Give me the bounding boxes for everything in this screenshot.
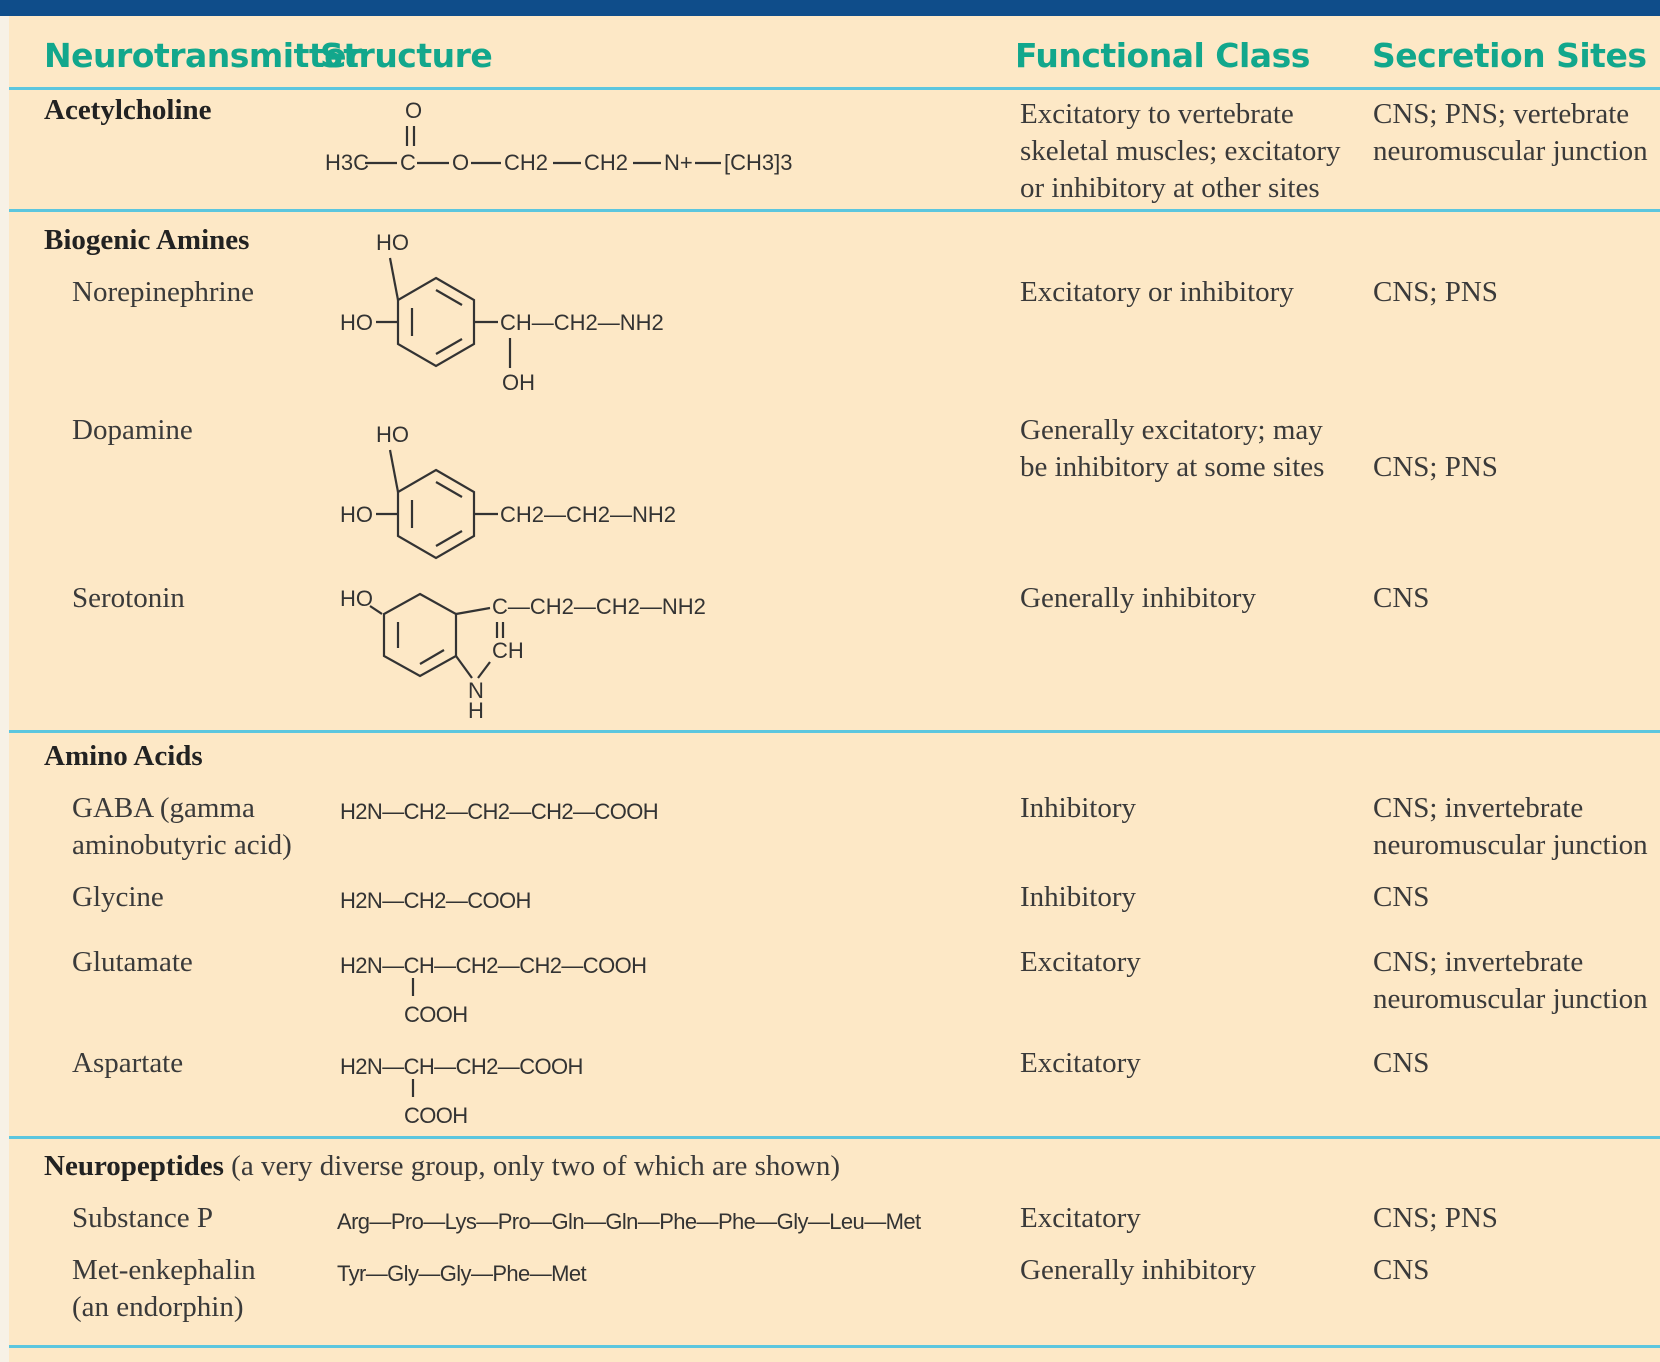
class-dopamine-line2: be inhibitory at some sites — [1020, 451, 1325, 483]
sites-dopamine: CNS; PNS — [1373, 451, 1498, 483]
aspartate-branch-bond — [411, 1079, 415, 1097]
group-neuropeptides-name: Neuropeptides — [44, 1150, 224, 1182]
svg-text:CH2—CH2—NH2: CH2—CH2—NH2 — [500, 502, 676, 527]
header-secretion-sites: Secretion Sites — [1372, 36, 1647, 75]
divider-neuropeptides — [9, 1136, 1660, 1139]
structure-acetylcholine: O H3C C O CH2 CH2 N+ [CH3]3 — [325, 98, 792, 175]
svg-text:CH2: CH2 — [584, 150, 628, 175]
sites-glutamate-line2: neuromuscular junction — [1373, 983, 1648, 1015]
sites-gaba-line2: neuromuscular junction — [1373, 829, 1648, 861]
sites-aspartate: CNS — [1373, 1047, 1430, 1079]
divider-biogenic-amines — [9, 209, 1660, 212]
sites-serotonin: CNS — [1373, 582, 1430, 614]
sites-acetylcholine-line2: neuromuscular junction — [1373, 135, 1648, 167]
glutamate-branch-bond — [411, 978, 415, 996]
name-substance-p: Substance P — [72, 1202, 213, 1234]
name-met-enkephalin-line2: (an endorphin) — [72, 1291, 244, 1323]
svg-text:N+: N+ — [664, 150, 693, 175]
svg-text:[CH3]3: [CH3]3 — [724, 150, 792, 175]
sites-substance-p: CNS; PNS — [1373, 1202, 1498, 1234]
name-glutamate: Glutamate — [72, 946, 193, 978]
class-met-enkephalin: Generally inhibitory — [1020, 1254, 1256, 1286]
svg-text:H3C: H3C — [325, 150, 369, 175]
sites-acetylcholine-line1: CNS; PNS; vertebrate — [1373, 98, 1630, 130]
svg-text:HO: HO — [376, 422, 409, 447]
structure-aspartate-sub: COOH — [404, 1103, 468, 1128]
structure-norepinephrine: HO HO CH—CH2—NH2 OH — [340, 230, 664, 395]
svg-text:CH: CH — [492, 638, 524, 663]
class-norepinephrine: Excitatory or inhibitory — [1020, 276, 1294, 308]
class-serotonin: Generally inhibitory — [1020, 582, 1256, 614]
structure-serotonin: HO C—CH2—CH2—NH2 CH N H — [340, 586, 706, 723]
structure-substance-p: Arg—Pro—Lys—Pro—Gln—Gln—Phe—Phe—Gly—Leu—… — [337, 1209, 921, 1234]
sites-glutamate-line1: CNS; invertebrate — [1373, 946, 1584, 978]
class-acetylcholine-line2: skeletal muscles; excitatory — [1020, 135, 1341, 167]
class-acetylcholine-line3: or inhibitory at other sites — [1020, 172, 1320, 204]
title-bar — [0, 0, 1660, 16]
name-acetylcholine: Acetylcholine — [44, 94, 212, 126]
svg-text:HO: HO — [376, 230, 409, 255]
structure-gaba: H2N—CH2—CH2—CH2—COOH — [340, 799, 659, 824]
class-substance-p: Excitatory — [1020, 1202, 1141, 1234]
class-glycine: Inhibitory — [1020, 881, 1136, 913]
svg-text:O: O — [405, 98, 422, 123]
svg-text:CH2: CH2 — [504, 150, 548, 175]
header-neurotransmitter: Neurotransmitter — [44, 36, 362, 75]
bottom-divider — [9, 1345, 1660, 1348]
class-acetylcholine-line1: Excitatory to vertebrate — [1020, 98, 1294, 130]
name-gaba-line2: aminobutyric acid) — [72, 829, 292, 861]
name-met-enkephalin-line1: Met-enkephalin — [72, 1254, 256, 1286]
class-dopamine-line1: Generally excitatory; may — [1020, 414, 1323, 446]
name-norepinephrine: Norepinephrine — [72, 276, 254, 308]
svg-text:H: H — [468, 698, 484, 723]
structure-glycine: H2N—CH2—COOH — [340, 888, 531, 913]
svg-text:N: N — [468, 678, 484, 703]
name-gaba-line1: GABA (gamma — [72, 792, 255, 824]
header-functional-class: Functional Class — [1015, 36, 1310, 75]
group-neuropeptides-note: (a very diverse group, only two of which… — [231, 1150, 841, 1182]
structure-glutamate: H2N—CH—CH2—CH2—COOH — [340, 953, 647, 978]
svg-text:CH—CH2—NH2: CH—CH2—NH2 — [500, 310, 664, 335]
name-serotonin: Serotonin — [72, 582, 185, 614]
name-dopamine: Dopamine — [72, 414, 193, 446]
svg-text:HO: HO — [340, 586, 373, 611]
structure-dopamine: HO HO CH2—CH2—NH2 — [340, 422, 676, 560]
class-aspartate: Excitatory — [1020, 1047, 1141, 1079]
class-gaba: Inhibitory — [1020, 792, 1136, 824]
header-divider — [9, 87, 1660, 90]
group-biogenic-amines: Biogenic Amines — [44, 224, 250, 256]
group-neuropeptides: Neuropeptides (a very diverse group, onl… — [44, 1148, 840, 1185]
sites-glycine: CNS — [1373, 881, 1430, 913]
divider-amino-acids — [9, 730, 1660, 733]
svg-text:C—CH2—CH2—NH2: C—CH2—CH2—NH2 — [492, 594, 706, 619]
name-glycine: Glycine — [72, 881, 164, 913]
structure-aspartate: H2N—CH—CH2—COOH — [340, 1054, 583, 1079]
group-amino-acids: Amino Acids — [44, 740, 203, 772]
structure-glutamate-sub: COOH — [404, 1002, 468, 1027]
svg-text:HO: HO — [340, 502, 373, 527]
svg-text:O: O — [452, 150, 469, 175]
svg-text:C: C — [400, 150, 416, 175]
sites-met-enkephalin: CNS — [1373, 1254, 1430, 1286]
page-edge — [0, 16, 9, 1362]
structure-met-enkephalin: Tyr—Gly—Gly—Phe—Met — [337, 1261, 587, 1286]
sites-gaba-line1: CNS; invertebrate — [1373, 792, 1584, 824]
header-structure: Structure — [320, 36, 493, 75]
svg-text:OH: OH — [502, 370, 535, 395]
sites-norepinephrine: CNS; PNS — [1373, 276, 1498, 308]
name-aspartate: Aspartate — [72, 1047, 184, 1079]
class-glutamate: Excitatory — [1020, 946, 1141, 978]
svg-text:HO: HO — [340, 310, 373, 335]
